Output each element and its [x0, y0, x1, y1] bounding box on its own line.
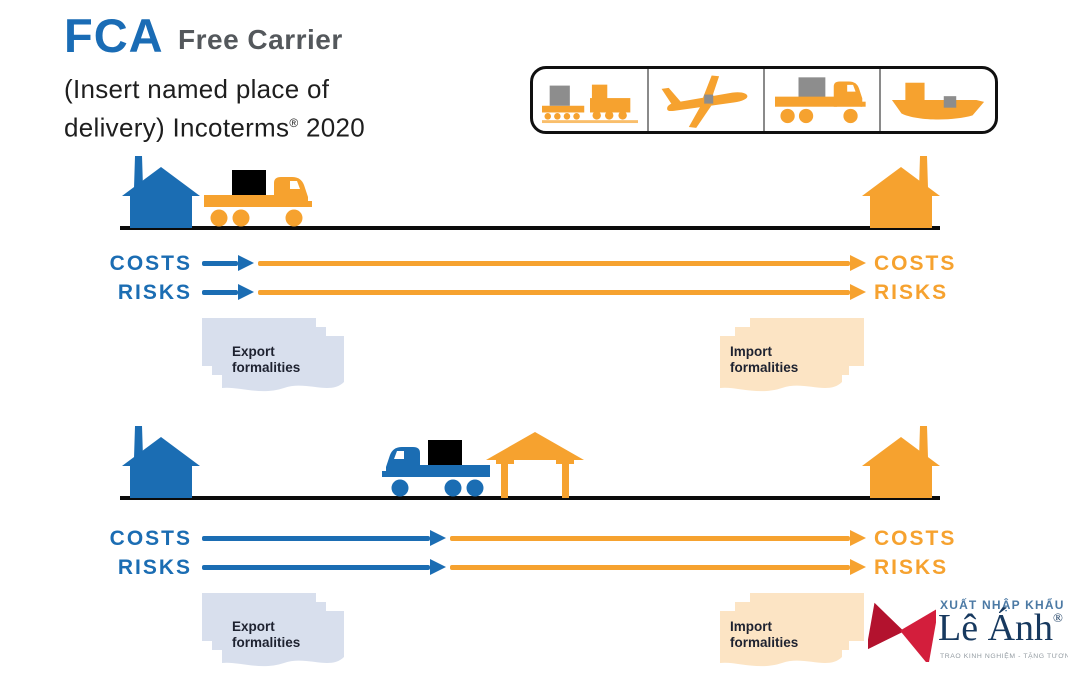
risks-buyer-segment: [450, 565, 850, 570]
cargo-box: [798, 77, 826, 99]
export-formalities-stack: Export formalities: [200, 318, 352, 402]
buyer-factory-icon: [862, 156, 940, 228]
page-subtitle: (Insert named place of delivery) Incoter…: [64, 72, 365, 145]
costs-seller-arrowhead: [430, 530, 446, 546]
paper-sheet-front: [222, 611, 344, 667]
paper-sheet-front: [720, 611, 842, 667]
costs-seller-arrowhead: [238, 255, 254, 271]
cargo-box: [943, 96, 957, 108]
registered-mark: ®: [1053, 610, 1063, 625]
costs-seller-segment: [202, 536, 430, 541]
subtitle-line1: (Insert named place of: [64, 74, 330, 104]
transport-mode-air: [647, 69, 763, 131]
ground-line-top: [120, 226, 940, 230]
buyer-factory-icon: [862, 426, 940, 498]
risks-row-bottom: RISKS RISKS: [0, 556, 1068, 580]
risks-label-seller: RISKS: [117, 281, 192, 304]
import-formalities-stack: Import formalities: [720, 593, 872, 676]
ground-line-bottom: [120, 496, 940, 500]
costs-buyer-segment: [258, 261, 850, 266]
risks-buyer-arrowhead: [850, 559, 866, 575]
cargo-box: [232, 170, 266, 197]
brand-text: Lê Ánh: [938, 607, 1054, 649]
risks-label-buyer: RISKS: [874, 556, 949, 579]
logo-tagline: TRAO KINH NGHIỆM - TẶNG TƯƠNG LAI: [940, 653, 1068, 660]
import-formalities-stack: Import formalities: [720, 318, 872, 402]
risks-seller-arrowhead: [238, 284, 254, 300]
train-icon: [542, 84, 638, 124]
costs-buyer-segment: [450, 536, 850, 541]
costs-seller-segment: [202, 261, 238, 266]
risks-seller-arrowhead: [430, 559, 446, 575]
plane-icon: [661, 75, 748, 128]
paper-sheet-front: [222, 336, 344, 392]
transport-mode-sea: [879, 69, 995, 131]
risks-buyer-segment: [258, 290, 850, 295]
subtitle-year: 2020: [298, 112, 366, 143]
cargo-box: [549, 85, 570, 106]
risks-label-buyer: RISKS: [874, 281, 949, 304]
cargo-box: [428, 440, 462, 467]
logo-top-text: XUẤT NHẬP KHẨU: [940, 598, 1065, 612]
import-formalities-label: Import formalities: [730, 619, 799, 650]
costs-label-seller: COSTS: [109, 252, 192, 275]
costs-label-buyer: COSTS: [874, 252, 957, 275]
costs-buyer-arrowhead: [850, 255, 866, 271]
truck-icon: [775, 77, 866, 124]
costs-label-buyer: COSTS: [874, 527, 957, 550]
risks-row-top: RISKS RISKS: [0, 281, 1068, 305]
risks-seller-segment: [202, 565, 430, 570]
page-title-name: Free Carrier: [178, 24, 343, 55]
cargo-box: [704, 94, 714, 104]
costs-label-seller: COSTS: [109, 527, 192, 550]
subtitle-line2: delivery) Incoterms: [64, 112, 290, 143]
risks-buyer-arrowhead: [850, 284, 866, 300]
seller-factory-icon: [122, 426, 200, 498]
export-formalities-label: Export formalities: [232, 619, 301, 650]
ship-icon: [891, 82, 985, 120]
risks-label-seller: RISKS: [117, 556, 192, 579]
export-formalities-label: Export formalities: [232, 344, 301, 375]
delivery-place-canopy-icon: [486, 432, 584, 498]
export-formalities-stack: Export formalities: [200, 593, 352, 676]
carrier-truck-icon: [204, 170, 312, 227]
risks-seller-segment: [202, 290, 238, 295]
costs-row-top: COSTS COSTS: [0, 252, 1068, 276]
paper-sheet-front: [720, 336, 842, 392]
transport-modes-box: [530, 66, 998, 134]
page-title-acronym: FCA: [64, 9, 164, 62]
registered-mark: ®: [289, 116, 299, 130]
seller-truck-icon: [382, 440, 490, 497]
logo-brand-name: Lê Ánh®: [938, 606, 1063, 650]
transport-mode-rail: [533, 69, 647, 131]
transport-mode-road: [763, 69, 879, 131]
import-formalities-label: Import formalities: [730, 344, 799, 375]
seller-factory-icon: [122, 156, 200, 228]
costs-buyer-arrowhead: [850, 530, 866, 546]
costs-row-bottom: COSTS COSTS: [0, 527, 1068, 551]
le-anh-logo-mark: [868, 602, 936, 662]
